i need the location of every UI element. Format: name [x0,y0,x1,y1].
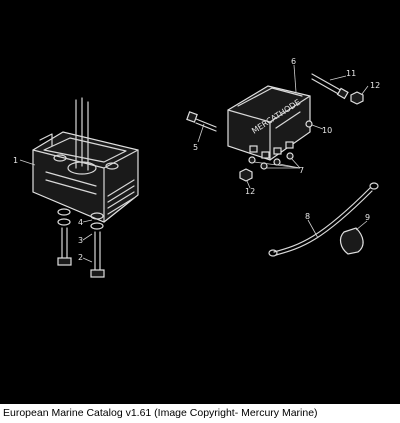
callout-2: 2 [78,253,83,262]
screw-part-5 [186,111,217,132]
callout-6: 6 [291,57,296,66]
ground-strap-part-8 [268,182,379,257]
callout-9: 9 [365,213,370,222]
nut-part-12-a [350,91,364,105]
screw-part-10 [305,120,313,128]
washer-part-4 [57,208,104,220]
callout-8: 8 [305,212,310,221]
callout-7: 7 [299,166,304,175]
washer-part-3 [57,218,104,230]
callout-12-a: 12 [370,81,380,90]
callout-4: 4 [78,218,83,227]
callout-numbers: 1 2 3 4 5 6 7 8 9 10 11 12 12 [13,57,380,262]
callout-1: 1 [13,156,18,165]
nut-part-12-b [239,168,253,182]
stud-part-11 [311,73,349,100]
boot-part-9 [339,227,364,255]
parts-diagram: MERCATHODE [13,57,380,278]
leader-lines [19,64,369,263]
bolt-part-2 [57,227,105,278]
callout-3: 3 [78,236,83,245]
screws-part-7 [248,152,294,170]
bracket-housing-part-1 [32,97,139,223]
copyright-caption: European Marine Catalog v1.61 (Image Cop… [3,407,318,419]
callout-10: 10 [322,126,332,135]
callout-12-b: 12 [245,187,255,196]
control-module-part-6: MERCATHODE [227,85,311,161]
callout-11: 11 [346,69,356,78]
catalog-footer: European Marine Catalog v1.61 (Image Cop… [0,404,400,423]
callout-5: 5 [193,143,198,152]
